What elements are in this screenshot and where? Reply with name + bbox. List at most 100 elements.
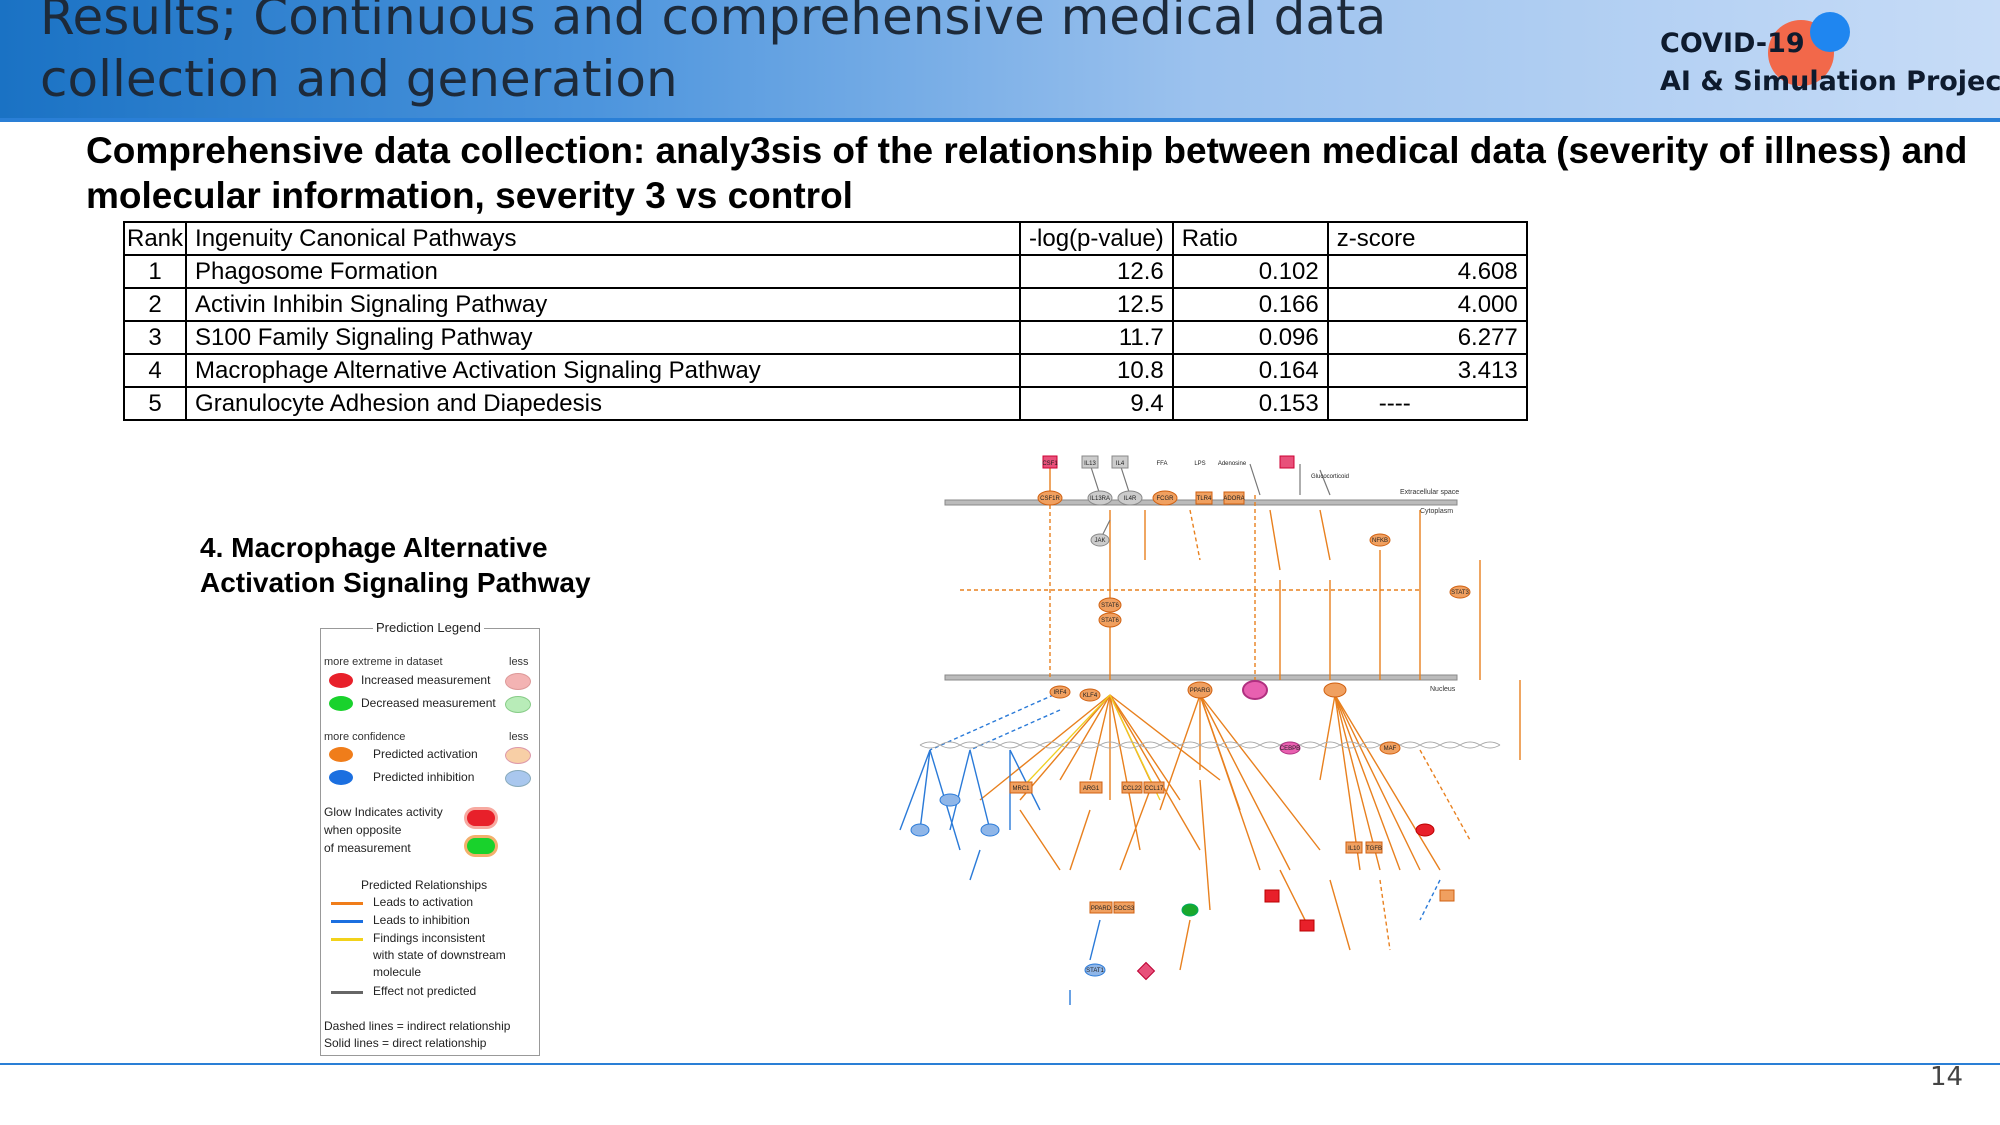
cell-zscore: 3.413 <box>1326 353 1528 388</box>
network-nodes: CSF1 IL13 IL4 FFA LPS Adenosine Glucocor… <box>910 455 1471 981</box>
node-label: ADORA <box>1223 496 1244 502</box>
logo-line-1: COVID-19 <box>1660 28 1805 59</box>
node-tlr4 <box>1195 491 1213 505</box>
not-predicted-edges <box>1089 463 1331 541</box>
node-label: IRF4 <box>1053 690 1067 696</box>
node-stat3 <box>1449 585 1471 599</box>
cell-rank: 5 <box>122 386 188 421</box>
cell-pathway: S100 Family Signaling Pathway <box>185 320 1022 355</box>
node-cebpb <box>1279 741 1301 755</box>
node-label: CCL22 <box>1123 786 1142 792</box>
legend-relationships-title: Predicted Relationships <box>361 878 488 892</box>
node-glucocorticoid-receptor <box>1323 682 1347 698</box>
line-not-predicted-sample <box>331 991 363 994</box>
legend-rel-inconsistent-1: Findings inconsistent <box>373 931 486 945</box>
increased-swatch <box>329 673 353 688</box>
table-header-row: Rank Ingenuity Canonical Pathways -log(p… <box>122 221 1528 256</box>
cell-pathway: Phagosome Formation <box>185 254 1022 289</box>
extracellular-label: Extracellular space <box>1400 489 1459 496</box>
legend-confidence-label: more confidence <box>324 731 406 743</box>
line-inhibition-sample <box>331 920 363 923</box>
node-blue-ellipse-3 <box>980 823 1000 837</box>
legend-dashed-note: Dashed lines = indirect relationship <box>324 1019 511 1033</box>
legend-rel-inconsistent-2: with state of downstream <box>373 948 506 962</box>
activation-swatch <box>329 747 353 762</box>
cytoplasm-label: Cytoplasm <box>1420 508 1453 515</box>
node-mrc1 <box>1009 781 1033 794</box>
cell-logp: 9.4 <box>1019 386 1174 421</box>
glow-red-swatch <box>467 810 495 826</box>
node-label: IL13RA <box>1090 496 1110 502</box>
legend-glow-3: of measurement <box>324 841 411 855</box>
cell-pathway: Granulocyte Adhesion and Diapedesis <box>185 386 1022 421</box>
line-inconsistent-sample <box>331 938 363 941</box>
dna-strands <box>919 741 1501 749</box>
cell-ratio: 0.102 <box>1171 254 1329 289</box>
cell-zscore: ---- <box>1326 386 1528 421</box>
node-label: KLF4 <box>1083 693 1098 699</box>
legend-solid-note: Solid lines = direct relationship <box>324 1036 487 1050</box>
cell-ratio: 0.096 <box>1171 320 1329 355</box>
node-label: FFA <box>1156 461 1167 467</box>
node-il4 <box>1111 455 1129 469</box>
node-stat1 <box>1084 963 1106 977</box>
node-maf <box>1379 741 1401 755</box>
nuclear-membrane <box>944 674 1458 681</box>
node-red-square-2 <box>1299 919 1315 932</box>
node-extracellular-red <box>1279 455 1295 469</box>
node-label: TGFB <box>1366 846 1382 852</box>
node-label: IL13 <box>1084 461 1096 467</box>
inhibition-swatch <box>329 770 353 785</box>
node-red-ellipse <box>1415 823 1435 837</box>
cell-logp: 12.5 <box>1019 287 1174 322</box>
cell-logp: 10.8 <box>1019 353 1174 388</box>
legend-less-label: less <box>509 656 529 668</box>
node-label: LPS <box>1194 461 1205 467</box>
nucleus-label: Nucleus <box>1430 686 1456 693</box>
legend-glow-1: Glow Indicates activity <box>324 805 443 819</box>
table-row: 5 Granulocyte Adhesion and Diapedesis 9.… <box>122 386 1528 421</box>
node-label: MAF <box>1384 746 1397 752</box>
node-jak <box>1090 533 1110 547</box>
page-number: 14 <box>1930 1062 1964 1092</box>
node-label: STAT6 <box>1101 618 1119 624</box>
node-label: TLR4 <box>1197 496 1212 502</box>
legend-rel-not-predicted: Effect not predicted <box>373 984 477 998</box>
cell-pathway: Macrophage Alternative Activation Signal… <box>185 353 1022 388</box>
legend-extreme-label: more extreme in dataset <box>324 656 443 668</box>
node-label: ARG1 <box>1083 786 1100 792</box>
header-band <box>0 0 2000 118</box>
node-label: JAK <box>1094 538 1105 544</box>
node-pink-hub <box>1242 680 1268 700</box>
table-row: 2 Activin Inhibin Signaling Pathway 12.5… <box>122 287 1528 322</box>
node-stat6-a <box>1098 597 1122 613</box>
footer-rule <box>0 1063 2000 1065</box>
node-label: CCL17 <box>1145 786 1164 792</box>
prediction-legend: Prediction Legend more extreme in datase… <box>320 620 540 1056</box>
line-activation-sample <box>331 902 363 905</box>
node-irf4 <box>1049 685 1071 699</box>
node-label: PPARG <box>1190 688 1211 694</box>
node-il10 <box>1345 841 1363 854</box>
node-ppard <box>1089 901 1113 914</box>
node-green-ellipse <box>1181 903 1199 917</box>
node-pink-diamond <box>1136 961 1156 981</box>
node-label: IL4R <box>1124 496 1137 502</box>
node-blue-ellipse <box>939 793 961 807</box>
node-tgfb <box>1365 841 1383 854</box>
cell-ratio: 0.164 <box>1171 353 1329 388</box>
section-subtitle: Comprehensive data collection: analy3sis… <box>86 130 1968 216</box>
node-il13ra <box>1087 490 1113 506</box>
node-klf4 <box>1079 688 1101 702</box>
table-row: 4 Macrophage Alternative Activation Sign… <box>122 353 1528 388</box>
project-logo: COVID-19 AI & Simulation Project <box>1660 12 2000 108</box>
cell-zscore: 4.608 <box>1326 254 1528 289</box>
cell-pathway: Activin Inhibin Signaling Pathway <box>185 287 1022 322</box>
legend-predicted-inhibition: Predicted inhibition <box>373 770 475 784</box>
col-ratio: Ratio <box>1171 221 1329 256</box>
legend-increased: Increased measurement <box>361 673 491 687</box>
node-label: IL4 <box>1116 461 1125 467</box>
node-arg1 <box>1079 781 1103 794</box>
col-logp: -log(p-value) <box>1019 221 1174 256</box>
node-orange-square <box>1439 889 1455 902</box>
